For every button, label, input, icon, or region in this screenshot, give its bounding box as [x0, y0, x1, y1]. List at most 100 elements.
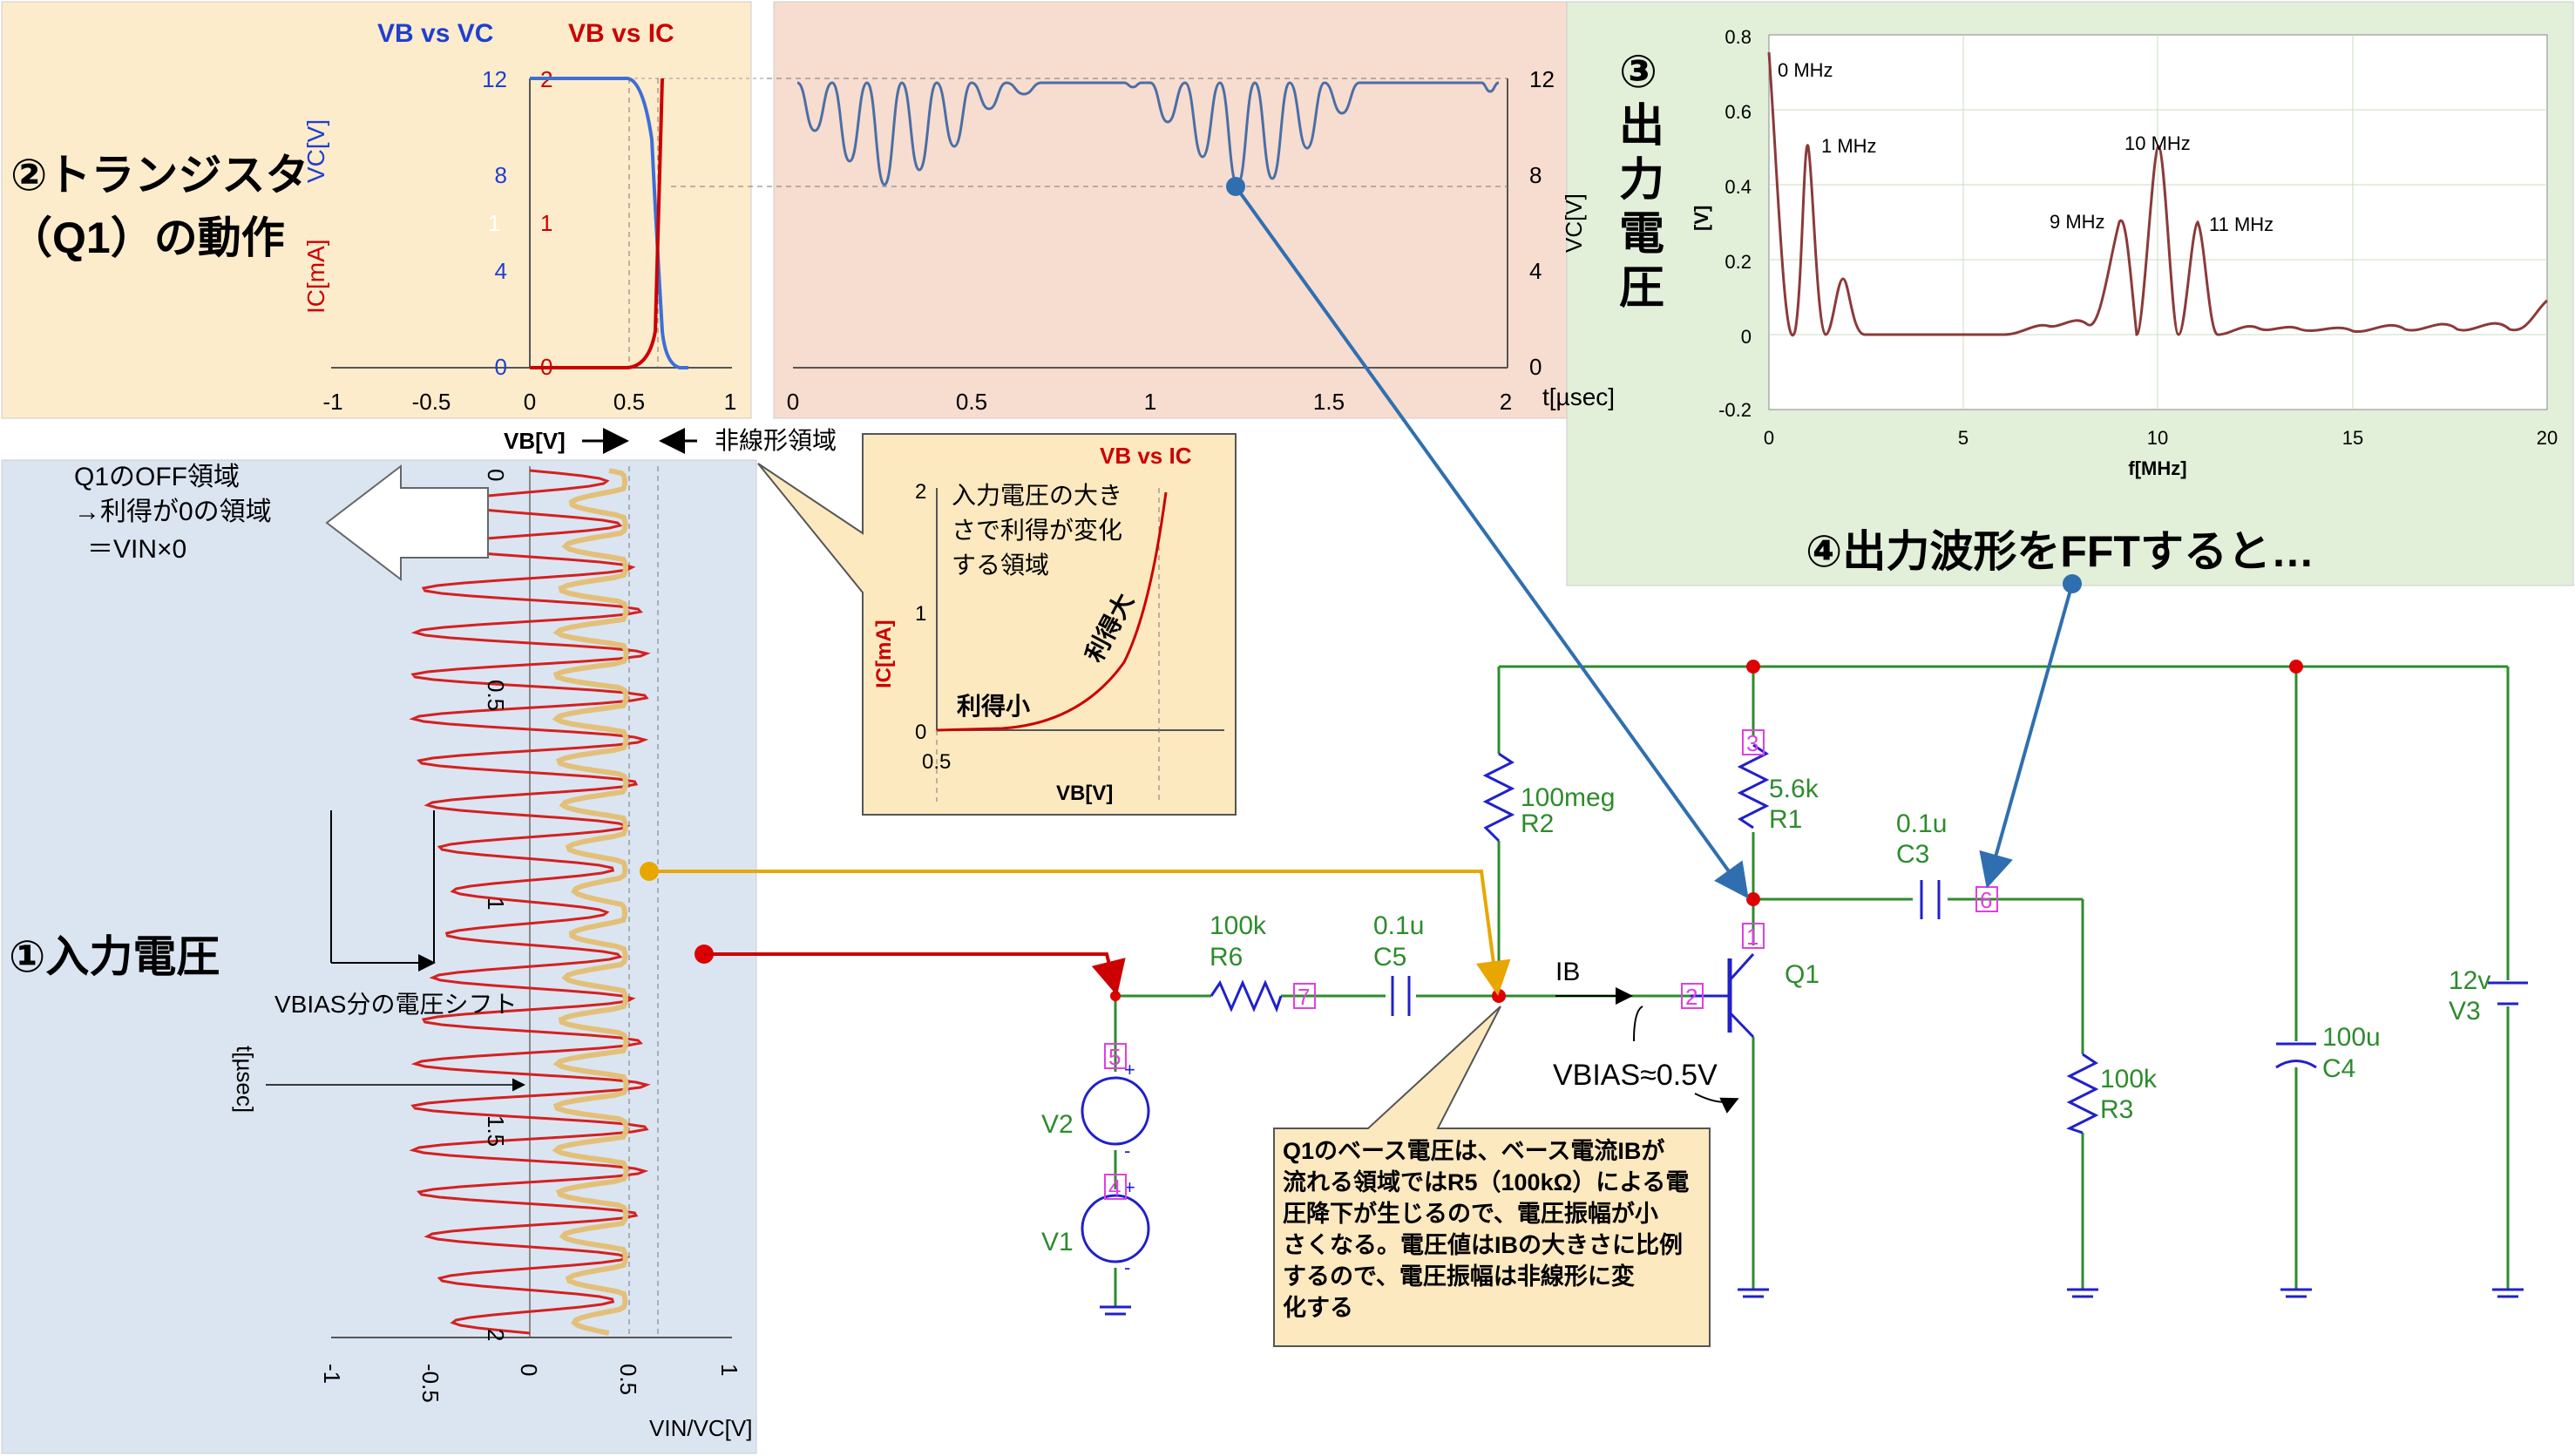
base-callout-line: 流れる領域ではR5（100kΩ）による電: [1283, 1168, 1689, 1195]
base-callout-box: [1273, 1006, 1711, 1347]
fft-y-tick: 0: [1741, 326, 1752, 348]
x-tick: 0: [524, 389, 536, 415]
panel3-title-char: 電: [1619, 209, 1664, 260]
node-number: 5: [1108, 1044, 1121, 1070]
panel3-title-char: 力: [1619, 155, 1664, 206]
junction: [1492, 989, 1506, 1003]
panel3-title-char: 圧: [1619, 263, 1664, 314]
components: + - + -: [1081, 743, 2528, 1278]
input-voltage-panel: 0 0.5 1 1.5 2 -1 -0.5 0 0.5 1 VIN/VC[V] …: [9, 463, 752, 1441]
base-callout-line: するので、電圧振幅は非線形に変: [1283, 1263, 1635, 1290]
c5-value: 0.1u: [1373, 911, 1424, 940]
vin-tick: -0.5: [417, 1364, 444, 1403]
resistor-r2: [1482, 752, 1515, 843]
battery-v3: [2488, 981, 2528, 1006]
fft-y-tick: 0.6: [1725, 101, 1752, 123]
axis-vc-label: VC[V]: [302, 119, 329, 183]
v3-value: 12v: [2449, 966, 2490, 995]
legend-vb-ic: VB vs IC: [568, 19, 674, 48]
ic-tick: 1: [540, 210, 552, 236]
fft-y-tick: 0.8: [1725, 26, 1752, 48]
fft-panel: 0.8 0.6 0.4 0.2 0 -0.2 [V] 0 5 10 15 20 …: [1691, 26, 2558, 576]
output-x-tick: 1: [1144, 389, 1156, 415]
shift-label: VBIAS分の電圧シフト: [274, 991, 517, 1018]
junction-dots: [1110, 660, 2303, 1003]
off-region-label-3: ＝VIN×0: [87, 535, 186, 564]
off-region-label-1: Q1のOFF領域: [74, 463, 240, 491]
v2-name: V2: [1041, 1110, 1074, 1139]
node-number: 7: [1298, 984, 1310, 1010]
vb-axis-label: VB[V]: [504, 428, 566, 454]
small-gain-label: 利得小: [957, 693, 1030, 720]
gain-y-tick: 1: [915, 602, 926, 626]
polarity-plus: +: [1124, 1059, 1135, 1080]
gain-legend: VB vs IC: [1100, 443, 1192, 469]
c4-value: 100u: [2322, 1023, 2381, 1052]
fft-x-label: f[MHz]: [2128, 457, 2186, 479]
base-callout-text: Q1のベース電圧は、ベース電流IBが 流れる領域ではR5（100kΩ）による電 …: [1283, 1137, 1696, 1321]
output-axis-label: VC[V]: [1561, 193, 1587, 253]
x-tick: 1: [724, 389, 736, 415]
x-tick: -1: [322, 389, 342, 415]
fft-y-tick: -0.2: [1718, 399, 1752, 421]
panel-output-bg: [773, 1, 1674, 419]
source-v2: [1081, 1076, 1150, 1146]
vbias-bracket: [1633, 1006, 1736, 1102]
output-x-tick: 1.5: [1313, 389, 1345, 415]
connector-arrows: [640, 177, 2082, 996]
base-callout-line: 圧降下が生じるので、電圧振幅が小: [1283, 1200, 1658, 1227]
polarity-plus: +: [1124, 1176, 1135, 1198]
vin-axis-label: VIN/VC[V]: [649, 1415, 752, 1441]
r6-value: 100k: [1210, 911, 1267, 940]
ground-icon: [2280, 1288, 2312, 1298]
fft-x-tick: 20: [2537, 427, 2558, 449]
output-y-tick: 12: [1529, 66, 1555, 92]
node-number: 2: [1685, 984, 1697, 1010]
gain-y-label: IC[mA]: [872, 620, 896, 688]
ground-icon: [2492, 1288, 2524, 1298]
t-tick: 2: [483, 1329, 509, 1341]
gain-callout: VB vs IC 入力電圧の大き さで利得が変化 する領域 2 1 0 IC[m…: [757, 433, 1237, 816]
q1-name: Q1: [1785, 960, 1819, 989]
r2-value: 100meg: [1521, 783, 1615, 812]
ground-icon: [2067, 1288, 2098, 1298]
c3-name: C3: [1896, 840, 1929, 869]
polarity-minus: -: [1124, 1256, 1130, 1278]
vc-tick: 0: [495, 354, 507, 380]
node-number: 6: [1980, 887, 1992, 913]
vin-tick: 1: [716, 1364, 742, 1376]
source-v1: [1081, 1194, 1150, 1263]
fft-peak-label: 0 MHz: [1778, 59, 1833, 81]
t-axis-label: t[µsec]: [232, 1046, 258, 1113]
gain-y-tick: 2: [915, 480, 926, 504]
r6-name: R6: [1210, 943, 1243, 972]
panel3-title-char: 出: [1619, 101, 1664, 152]
c3-value: 0.1u: [1896, 809, 1947, 838]
input-probe-arrow: [704, 952, 1126, 996]
resistor-r3: [2066, 1053, 2099, 1134]
resistor-r1: [1737, 743, 1770, 830]
vc-tick: 4: [495, 258, 507, 284]
fft-probe-arrow: [1979, 583, 2074, 889]
node-labels: 3 1 2 4 5 6 7: [1104, 729, 1998, 1201]
component-labels: 100meg R2 5.6k R1 0.1u C3 100k R6 0.1u C…: [1041, 775, 2490, 1256]
transistor-q1: [1691, 952, 1755, 1039]
node-number: 1: [1746, 924, 1758, 950]
fft-x-tick: 15: [2342, 427, 2363, 449]
base-probe-arrow: [649, 870, 1511, 996]
t-tick: 1.5: [483, 1115, 509, 1147]
ground-icon: [1100, 1305, 1131, 1316]
r1-name: R1: [1769, 805, 1802, 834]
ib-label: IB: [1555, 958, 1580, 986]
vc-curve: [530, 77, 688, 369]
r3-name: R3: [2100, 1095, 2133, 1124]
fft-x-tick: 0: [1764, 427, 1774, 449]
c5-name: C5: [1373, 943, 1406, 972]
x-tick: 0.5: [613, 389, 645, 415]
base-voltage-waveform: [552, 468, 629, 1336]
vin-tick: 0.5: [615, 1364, 641, 1395]
v3-name: V3: [2449, 997, 2481, 1026]
vin-tick: 0: [516, 1364, 542, 1376]
